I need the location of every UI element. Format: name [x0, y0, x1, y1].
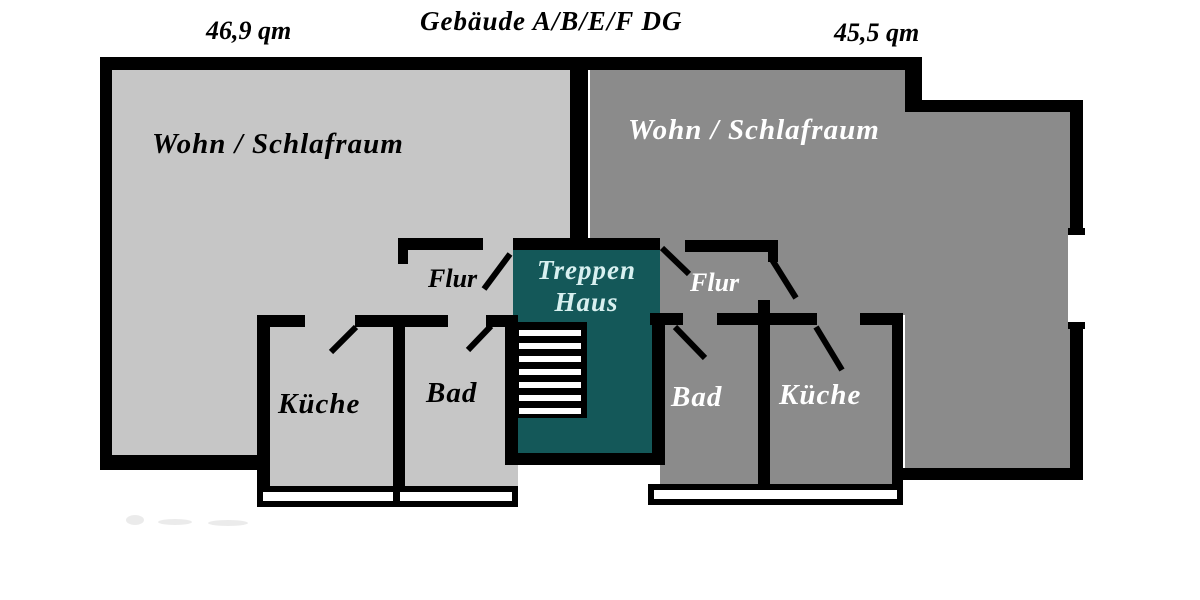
door-swing-right-bath-icon	[672, 324, 708, 361]
wall-outer-top	[100, 57, 922, 70]
right-living-room-label: Wohn / Schlafraum	[628, 114, 880, 146]
window-band-left-tick	[393, 492, 400, 501]
left-hall-label: Flur	[428, 264, 478, 293]
wall-right-block-right	[892, 313, 903, 505]
window-band-right	[654, 490, 897, 499]
wall-right-divider-stub	[758, 300, 770, 313]
stairwell-label-line1: Treppen	[537, 255, 636, 285]
wall-left-hall-endcap	[398, 238, 408, 264]
wall-stairwell-bottom	[505, 453, 663, 465]
wall-bottom-left	[100, 455, 270, 470]
left-living-room-label: Wohn / Schlafraum	[152, 128, 404, 160]
stairwell-label: Treppen Haus	[513, 254, 660, 318]
scan-smudge	[158, 519, 192, 525]
wall-right-block-top-3	[860, 313, 903, 325]
wall-right-hall-endcap	[768, 240, 778, 262]
wall-stairwell-right	[652, 313, 665, 465]
page-title: Gebäude A/B/E/F DG	[420, 6, 683, 36]
right-apartment-area-label: 45,5 qm	[834, 18, 920, 47]
right-kitchen-label: Küche	[779, 379, 862, 411]
scan-smudge	[126, 515, 144, 525]
window-band-left	[263, 492, 512, 501]
wall-bottom-right	[903, 468, 1083, 480]
window-right-frame-bottom	[1068, 322, 1085, 329]
wall-apartment-divider	[570, 57, 588, 240]
wall-left-block-top-1	[257, 315, 305, 327]
wall-left-block-top-2	[355, 315, 448, 327]
wall-step-horizontal	[905, 100, 1083, 112]
door-swing-left-bath-icon	[465, 323, 494, 353]
left-apartment-area-label: 46,9 qm	[206, 16, 292, 45]
wall-outer-left	[100, 57, 112, 470]
door-swing-right-hall-a-icon	[659, 245, 692, 277]
wall-left-hall-top	[398, 238, 483, 250]
door-swing-left-hall-icon	[481, 252, 513, 291]
right-bath-label: Bad	[671, 381, 723, 413]
stairs-steps-icon	[519, 330, 581, 414]
right-hall-label: Flur	[690, 268, 740, 297]
right-apartment-kitchen-bath-floor	[660, 315, 903, 490]
window-right-wall	[1068, 235, 1085, 322]
wall-right-hall-top	[685, 240, 778, 252]
right-apartment-floor-east	[905, 112, 1070, 468]
wall-right-block-top-2	[717, 313, 817, 325]
window-right-frame-top	[1068, 228, 1085, 235]
wall-step-vertical	[905, 57, 922, 112]
scan-smudge	[208, 520, 248, 526]
left-kitchen-label: Küche	[278, 388, 361, 420]
wall-left-block-top-3	[486, 315, 518, 327]
door-swing-right-kitchen-icon	[813, 325, 845, 372]
wall-stairwell-top	[513, 238, 660, 250]
left-bath-label: Bad	[426, 377, 478, 409]
stairwell-label-line2: Haus	[554, 287, 619, 317]
wall-left-kitchen-bath-divider	[393, 327, 405, 488]
door-swing-left-kitchen-icon	[328, 324, 359, 355]
wall-right-bath-kitchen-divider	[758, 325, 770, 488]
wall-right-block-top-1	[650, 313, 683, 325]
door-swing-right-hall-b-icon	[768, 256, 799, 300]
wall-left-block-left	[257, 315, 270, 507]
